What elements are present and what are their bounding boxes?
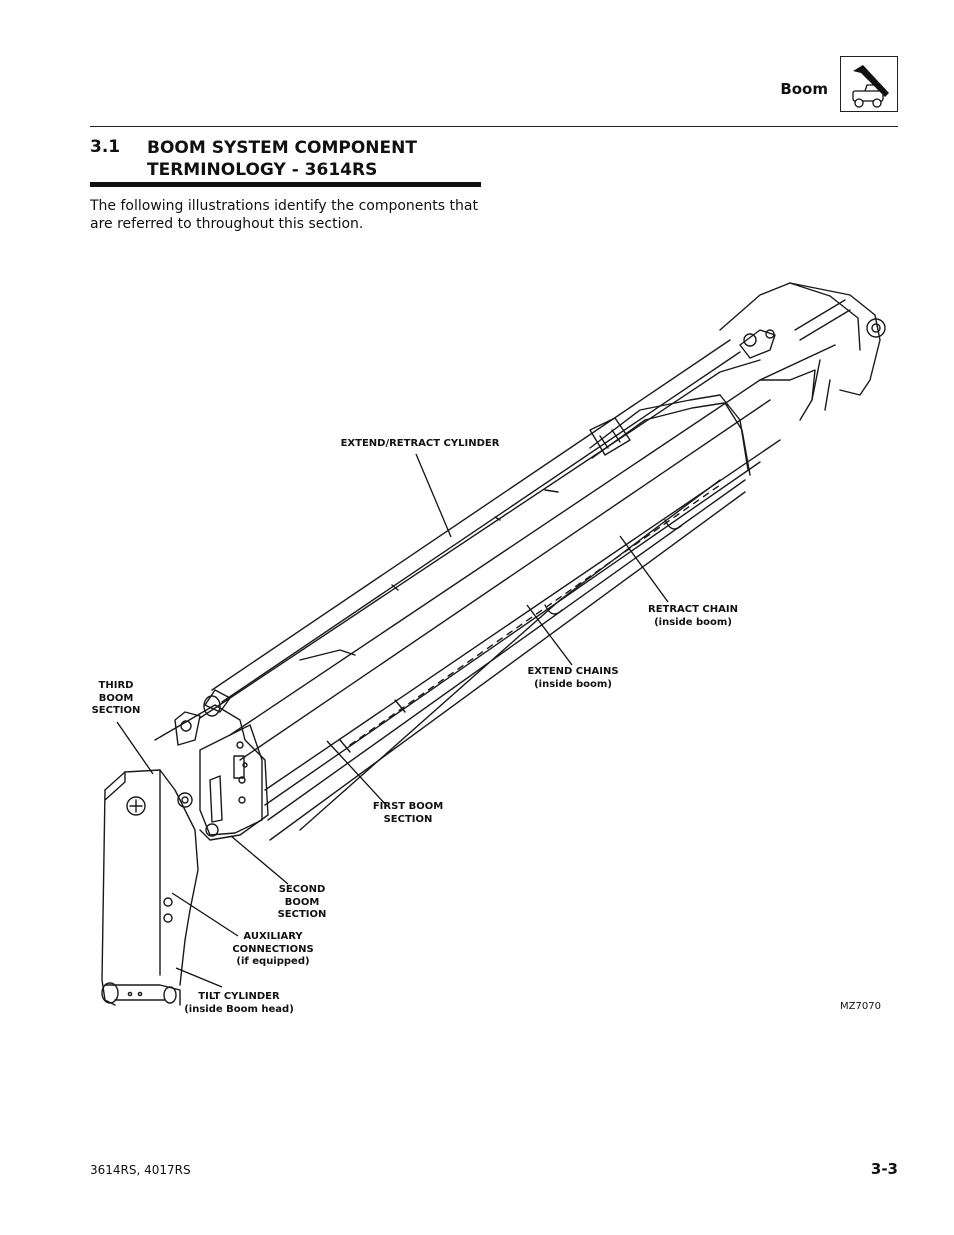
callout-second-boom-section: SECOND BOOM SECTION (267, 884, 337, 922)
callout-tilt-cylinder-line-2: (inside Boom head) (184, 1003, 294, 1015)
callout-extend-chains: EXTEND CHAINS (inside boom) (513, 666, 633, 691)
page-number: 3-3 (870, 1160, 898, 1178)
callout-first-boom-section: FIRST BOOM SECTION (358, 801, 458, 826)
callout-third-boom-section: THIRD BOOM SECTION (86, 680, 146, 718)
callout-second-boom-line-3: SECTION (277, 909, 327, 920)
figure-id: MZ7070 (840, 1001, 881, 1012)
callout-third-boom-line-3: SECTION (91, 705, 141, 716)
footer-models: 3614RS, 4017RS (90, 1163, 191, 1177)
callout-auxiliary-line-2: CONNECTIONS (232, 943, 314, 955)
callout-second-boom-line-1: SECOND (278, 884, 326, 895)
callout-tilt-cylinder: TILT CYLINDER (inside Boom head) (184, 991, 294, 1016)
callout-retract-chain-line-1: RETRACT CHAIN (648, 604, 738, 615)
header-divider (90, 126, 898, 127)
section-title: BOOM SYSTEM COMPONENT TERMINOLOGY - 3614… (147, 137, 447, 181)
callout-first-boom-line-1: FIRST BOOM (372, 801, 444, 812)
section-number: 3.1 (90, 137, 121, 157)
header-section-label: Boom (780, 80, 828, 98)
callout-extend-chains-line-1: EXTEND CHAINS (527, 666, 619, 677)
callout-retract-chain: RETRACT CHAIN (inside boom) (633, 604, 753, 629)
callout-third-boom-line-1: THIRD (98, 680, 134, 691)
callout-second-boom-line-2: BOOM (284, 896, 320, 908)
boom-machine-icon (840, 56, 898, 112)
callout-extend-retract-cylinder: EXTEND/RETRACT CYLINDER (340, 438, 500, 449)
title-underline (90, 182, 481, 187)
callout-tilt-cylinder-line-1: TILT CYLINDER (198, 991, 280, 1002)
callout-retract-chain-line-2: (inside boom) (654, 616, 732, 628)
callout-auxiliary-connections: AUXILIARY CONNECTIONS (if equipped) (223, 931, 323, 969)
callout-first-boom-line-2: SECTION (383, 813, 433, 825)
intro-paragraph: The following illustrations identify the… (90, 198, 478, 232)
callout-extend-chains-line-2: (inside boom) (534, 678, 612, 690)
callout-auxiliary-line-1: AUXILIARY (243, 931, 303, 942)
callout-auxiliary-line-3: (if equipped) (236, 956, 310, 967)
callout-third-boom-line-2: BOOM (98, 692, 134, 704)
section-title-line-2: TERMINOLOGY - 3614RS (147, 160, 378, 180)
callout-leaders (116, 453, 669, 988)
section-title-line-1: BOOM SYSTEM COMPONENT (147, 138, 417, 158)
